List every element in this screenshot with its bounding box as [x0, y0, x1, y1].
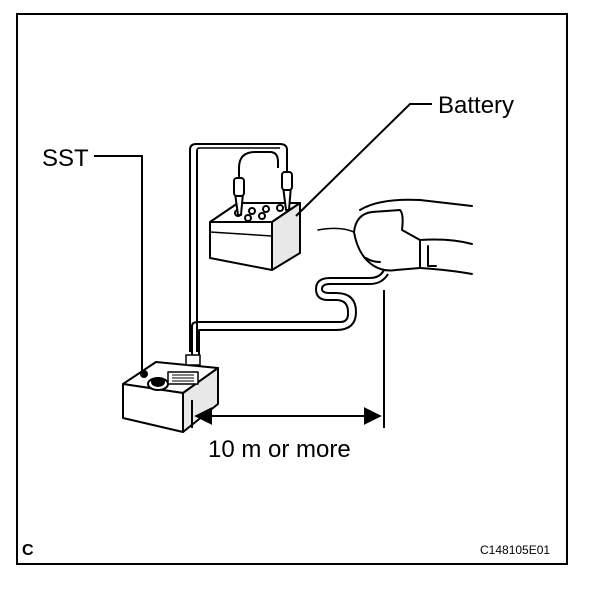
sst-label: SST — [42, 145, 89, 172]
battery-label: Battery — [438, 92, 514, 119]
sst-device — [122, 354, 219, 433]
battery-illustration — [209, 171, 301, 271]
finger-illustration — [317, 198, 473, 275]
battery-cables — [189, 143, 288, 352]
remote-cable — [191, 269, 389, 360]
distance-dimension — [191, 290, 385, 428]
figure-frame — [16, 13, 568, 565]
distance-label: 10 m or more — [208, 436, 351, 463]
corner-letter: C — [22, 542, 34, 559]
figure-code: C148105E01 — [480, 543, 550, 557]
leader-lines — [94, 103, 432, 372]
